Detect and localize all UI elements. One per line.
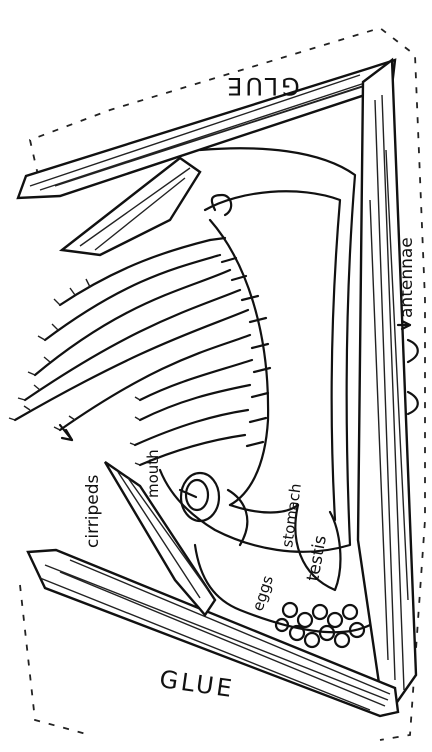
- cirri: [9, 238, 270, 465]
- body: [160, 148, 370, 632]
- antennae-structure: [408, 340, 418, 414]
- stomach-label: stomach: [278, 482, 305, 548]
- glue-top-label: GLUE: [224, 72, 300, 100]
- mouth-organ: [181, 473, 219, 521]
- shell-plate-right: [358, 60, 416, 705]
- shell-plate-top: [18, 60, 395, 198]
- testis-label: testis: [303, 534, 331, 583]
- mouth-label: mouth: [144, 449, 162, 498]
- antennae-label: antennae: [397, 237, 417, 318]
- eggs-label: eggs: [249, 573, 277, 613]
- cirripeds-label: cirripeds: [83, 474, 103, 548]
- glue-bottom-label: GLUE: [158, 665, 237, 703]
